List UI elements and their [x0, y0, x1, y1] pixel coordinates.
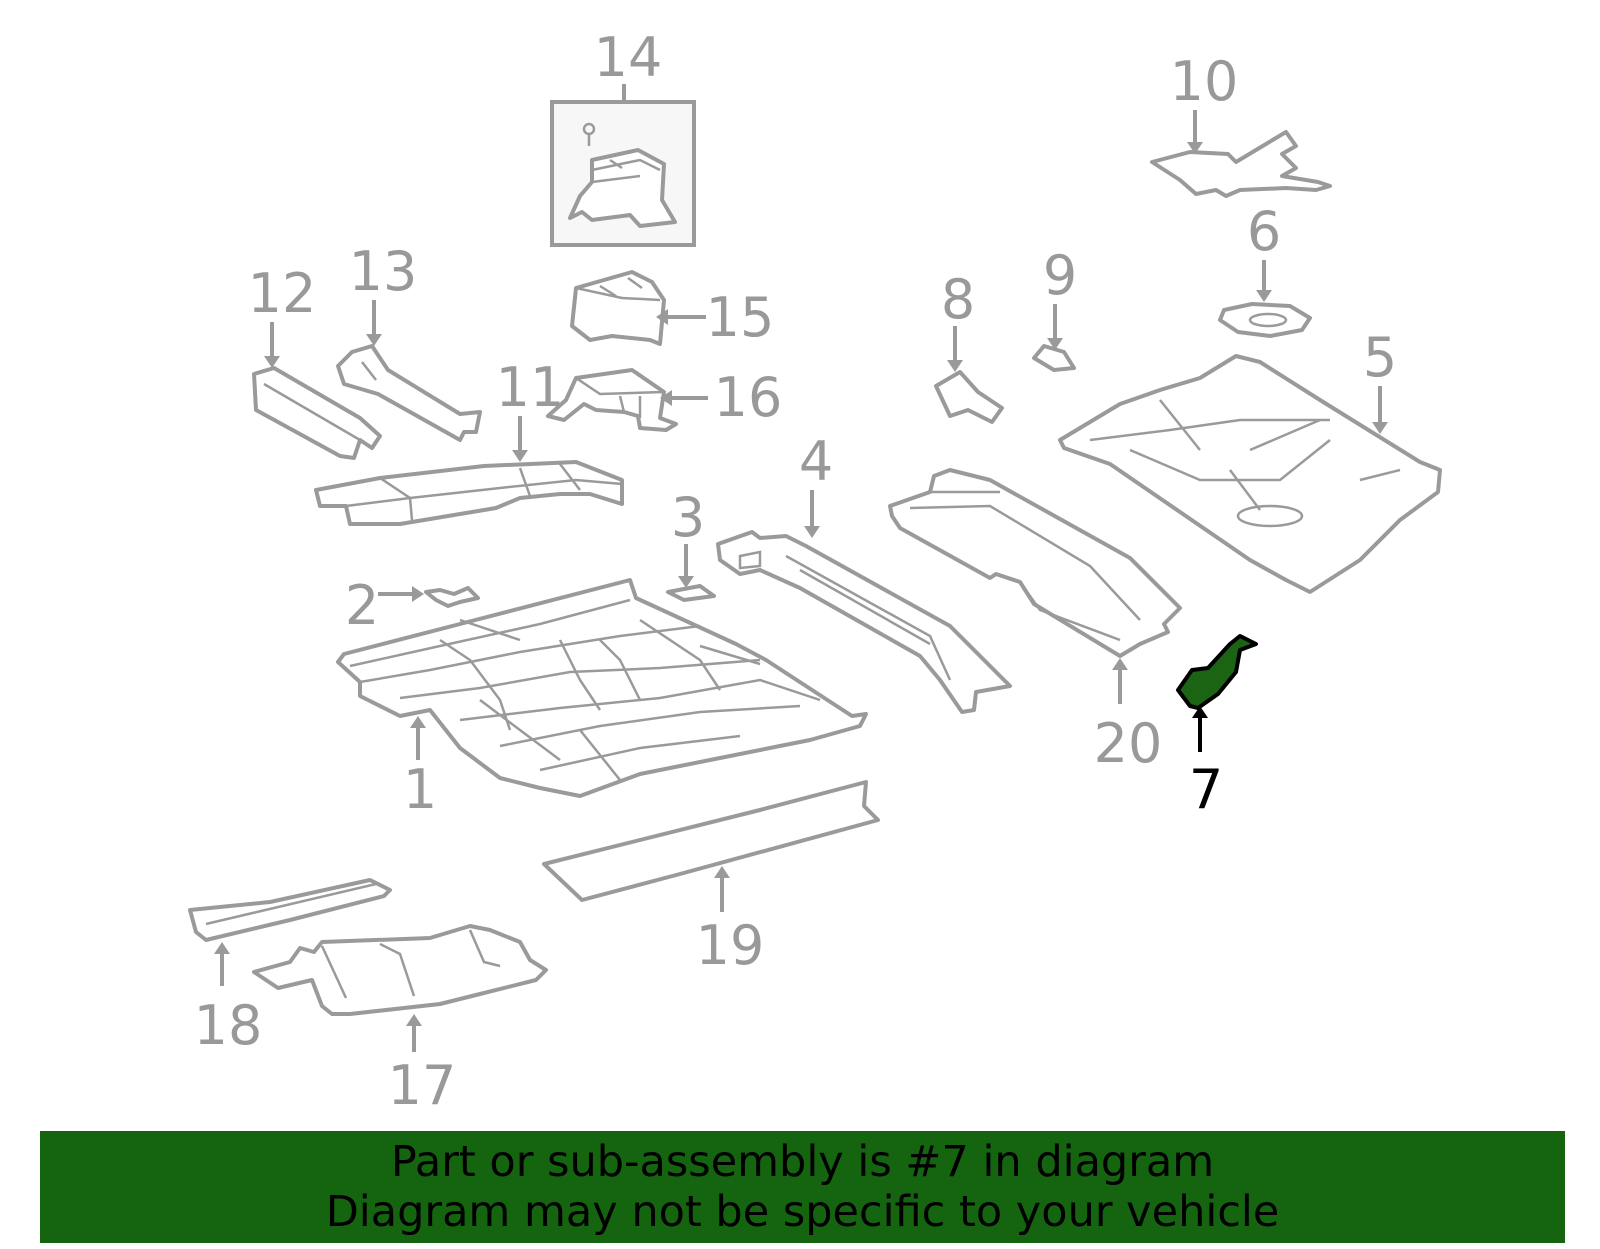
info-banner: Part or sub-assembly is #7 in diagram Di…: [40, 1131, 1565, 1243]
part-20-side-member[interactable]: [888, 468, 1182, 658]
callout-10: 10: [1170, 50, 1239, 154]
callout-11: 11: [496, 356, 565, 462]
part-17-panel[interactable]: [252, 924, 548, 1016]
banner-line-2: Diagram may not be specific to your vehi…: [325, 1187, 1280, 1237]
part-14-assembly[interactable]: [550, 100, 696, 247]
svg-text:16: 16: [714, 366, 783, 429]
callout-20: 20: [1094, 658, 1163, 775]
callout-5: 5: [1363, 326, 1397, 434]
part-5-rear-floor-pan[interactable]: [1058, 354, 1442, 594]
part-1-front-floor-pan[interactable]: [336, 578, 868, 798]
callout-12: 12: [248, 262, 317, 368]
part-4-side-member[interactable]: [716, 530, 1012, 714]
callout-19: 19: [696, 866, 765, 977]
callout-13: 13: [349, 240, 418, 346]
callout-14: 14: [594, 26, 663, 102]
callout-15: 15: [656, 286, 774, 349]
callout-9: 9: [1043, 244, 1077, 350]
svg-text:19: 19: [696, 914, 765, 977]
part-7-highlighted[interactable]: [1176, 634, 1258, 710]
svg-text:14: 14: [594, 26, 663, 89]
svg-text:17: 17: [388, 1054, 457, 1117]
callout-16: 16: [660, 366, 782, 429]
svg-text:8: 8: [941, 268, 975, 331]
part-16-bracket[interactable]: [546, 368, 678, 432]
part-18-rail[interactable]: [188, 878, 392, 942]
svg-text:4: 4: [799, 430, 833, 493]
part-13-rail[interactable]: [336, 344, 482, 442]
part-11-crossmember[interactable]: [314, 460, 624, 526]
svg-text:13: 13: [349, 240, 418, 303]
part-6-washer[interactable]: [1218, 302, 1312, 338]
part-19-sill-panel[interactable]: [542, 780, 880, 902]
svg-text:20: 20: [1094, 712, 1163, 775]
part-2-clip[interactable]: [424, 586, 480, 608]
callout-3: 3: [671, 486, 705, 588]
svg-text:18: 18: [194, 994, 263, 1057]
svg-text:3: 3: [671, 486, 705, 549]
svg-text:12: 12: [248, 262, 317, 325]
svg-text:10: 10: [1170, 50, 1239, 113]
part-9[interactable]: [1032, 344, 1076, 372]
svg-text:2: 2: [345, 574, 379, 637]
svg-text:1: 1: [403, 758, 437, 821]
svg-text:7: 7: [1189, 758, 1223, 821]
svg-text:11: 11: [496, 356, 565, 419]
callout-1: 1: [403, 716, 437, 821]
part-15-bracket[interactable]: [570, 270, 666, 346]
part-8[interactable]: [934, 370, 1004, 424]
svg-text:5: 5: [1363, 326, 1397, 389]
parts-diagram: 14 10 6 5 8 9: [188, 26, 1442, 1117]
part-3-patch[interactable]: [666, 584, 716, 602]
callout-2: 2: [345, 574, 424, 637]
part-10[interactable]: [1150, 130, 1332, 198]
banner-line-1: Part or sub-assembly is #7 in diagram: [390, 1137, 1215, 1187]
callout-8: 8: [941, 268, 975, 372]
svg-text:15: 15: [706, 286, 775, 349]
callout-7: 7: [1189, 706, 1223, 821]
part-12-rail[interactable]: [252, 366, 382, 460]
svg-text:6: 6: [1247, 200, 1281, 263]
callout-18: 18: [194, 942, 263, 1057]
callout-17: 17: [388, 1014, 457, 1117]
callout-4: 4: [799, 430, 833, 538]
callout-6: 6: [1247, 200, 1281, 302]
svg-text:9: 9: [1043, 244, 1077, 307]
